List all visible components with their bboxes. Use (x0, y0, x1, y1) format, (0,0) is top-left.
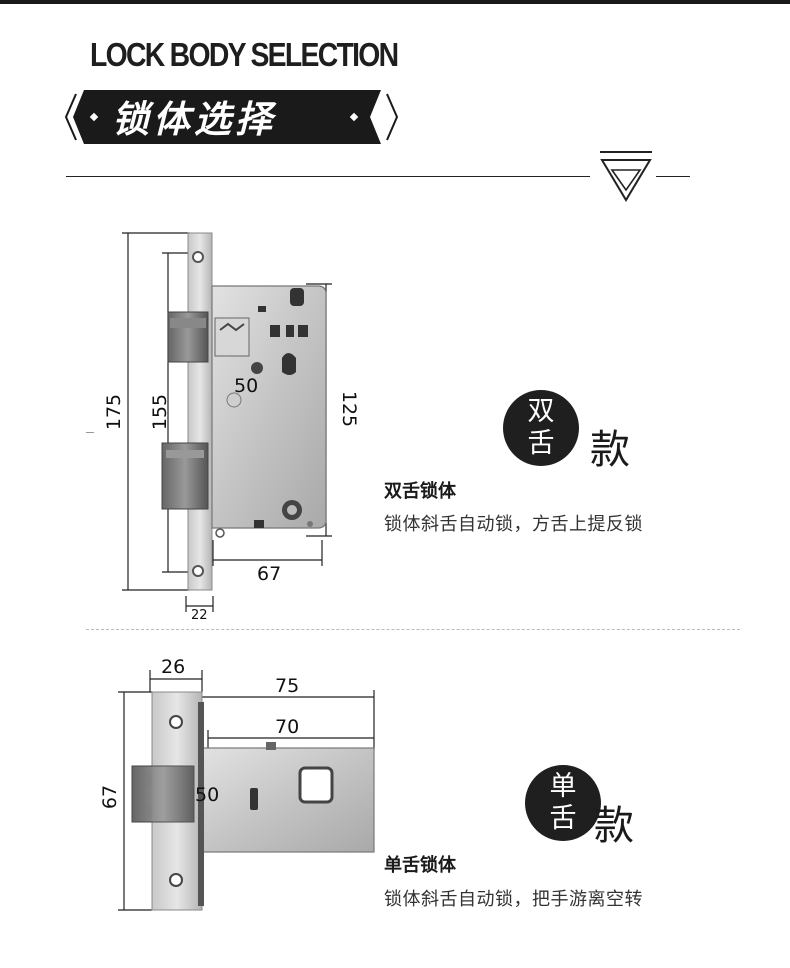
badge-char-top: 双 (527, 396, 555, 427)
section-title-english: LOCK BODY SELECTION (90, 36, 399, 73)
badge-char-top: 单 (549, 771, 577, 802)
dim-total-height: 175 (103, 393, 126, 431)
double-tongue-badge: 双 舌 (503, 390, 579, 466)
section-title-chinese: 锁体选择 (112, 98, 276, 141)
dim-overall-length: 75 (275, 675, 300, 697)
badge-suffix: 款 (594, 803, 634, 849)
badge-char-bottom: 舌 (527, 428, 555, 459)
dim-faceplate-width-2: 26 (161, 656, 186, 678)
badge-char-bottom: 舌 (549, 803, 577, 834)
top-border (0, 0, 790, 4)
badge-suffix: 款 (590, 427, 630, 473)
product-desc-single: 锁体斜舌自动锁，把手游离空转 (384, 889, 643, 910)
section-title-banner: 锁体选择 (64, 88, 399, 150)
triangle-down-icon (600, 151, 652, 202)
product-name-double: 双舌锁体 (384, 481, 456, 502)
product-name-single: 单舌锁体 (384, 855, 456, 876)
single-tongue-badge: 单 舌 (525, 765, 601, 841)
header-divider-left (66, 176, 590, 177)
dim-body-width: 67 (257, 563, 282, 585)
banner-shape (64, 90, 399, 144)
dim-body-length: 70 (275, 716, 300, 738)
dim-faceplate-width-1: 22 (191, 608, 208, 623)
dim-backset-2: 50 (195, 784, 220, 806)
product-desc-double: 锁体斜舌自动锁，方舌上提反锁 (384, 514, 643, 535)
edge-tick (86, 432, 94, 433)
dim-faceplate-height: 67 (99, 784, 122, 810)
dim-body-height: 125 (338, 390, 361, 428)
dim-backset-1: 50 (234, 375, 259, 397)
dim-hole-spacing: 155 (149, 393, 172, 431)
header-divider-right (656, 176, 690, 177)
section-divider (86, 629, 740, 630)
